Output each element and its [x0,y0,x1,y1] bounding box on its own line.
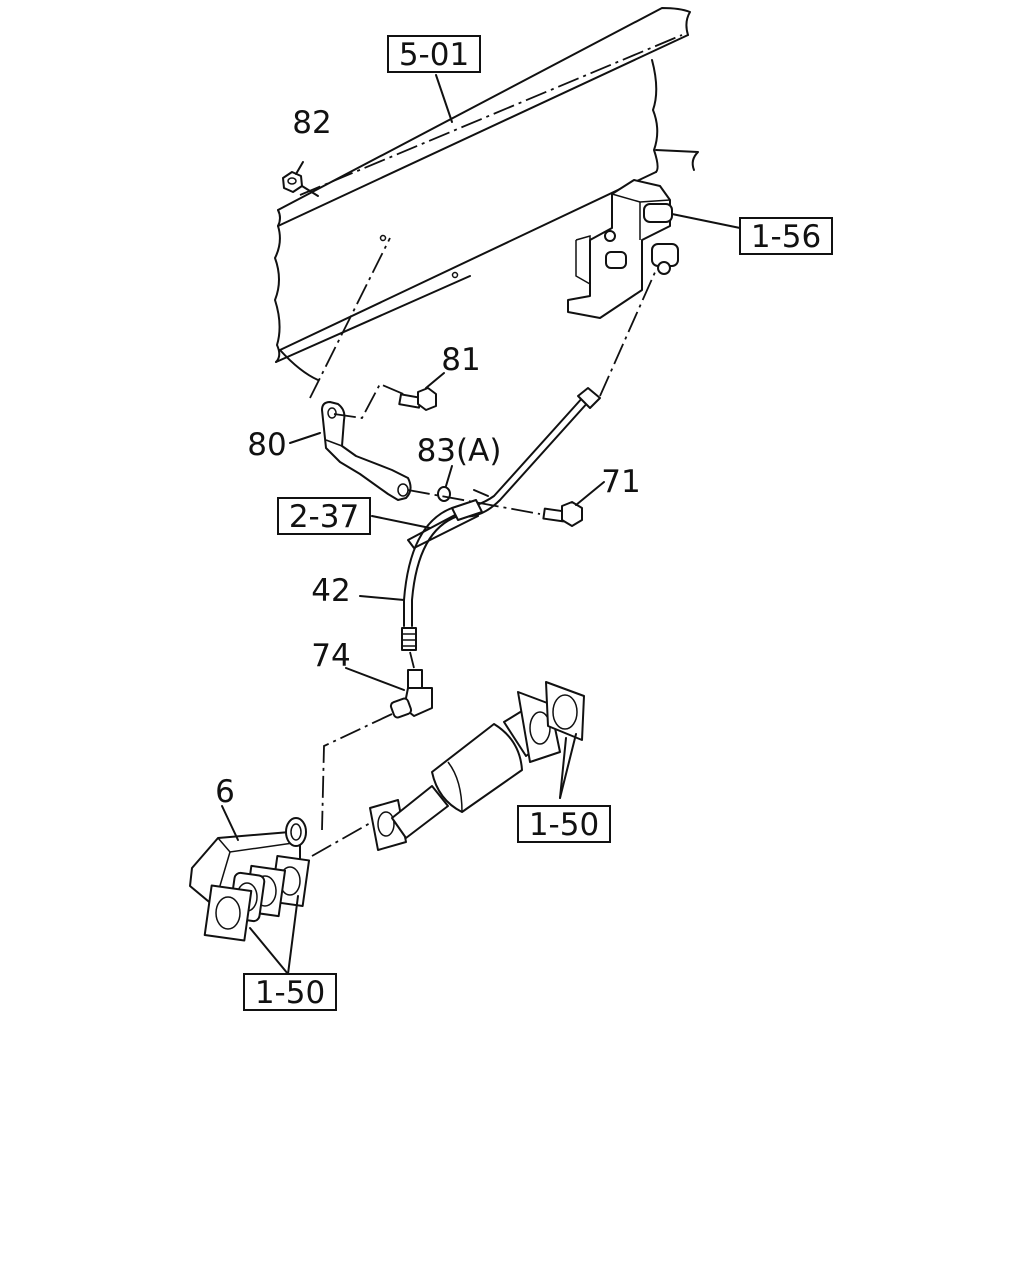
ref-label-1-56: 1-56 [751,219,821,255]
ref-box-1-50-left [243,973,337,1011]
frame-centre-line [299,34,683,196]
frame-rail [274,7,699,381]
part-number-42: 42 [311,573,350,609]
bracket-to-frame-line [309,237,391,399]
ref-label-1-50-right: 1-50 [529,807,599,843]
hose-42 [359,387,601,651]
clip-83a [437,465,453,502]
ref-box-5-01 [387,35,481,73]
brake-to-pipe-line [311,821,373,857]
ref-box-2-37 [277,497,371,535]
ref-box-1-50-right [517,805,611,843]
ref-box-1-56 [739,217,833,255]
bolt-81 [398,372,445,411]
part-number-83a: 83(A) [417,433,502,469]
part-number-81: 81 [441,342,480,378]
leader-5-01 [435,74,453,123]
hose-to-elbow-line [409,651,415,669]
ref-label-1-50-left: 1-50 [255,975,325,1011]
bolt-71 [542,481,605,527]
elbow-fitting-74 [345,667,433,719]
hose-to-valve-line [599,269,657,397]
ref-label-5-01: 5-01 [399,37,469,73]
part-number-6: 6 [215,774,235,810]
valve-1-56 [567,179,741,319]
nut-82 [282,161,319,197]
gasket-set-left [203,854,311,975]
bolt-81-line [333,382,409,419]
bolt-71-line [407,489,541,515]
elbow-to-outlet-line [321,713,393,831]
part-number-82: 82 [292,105,331,141]
part-number-71: 71 [601,464,640,500]
part-number-80: 80 [247,427,286,463]
exhaust-pipe-1-50 [369,681,585,851]
part-number-74: 74 [311,638,350,674]
ref-label-2-37: 2-37 [289,499,359,535]
